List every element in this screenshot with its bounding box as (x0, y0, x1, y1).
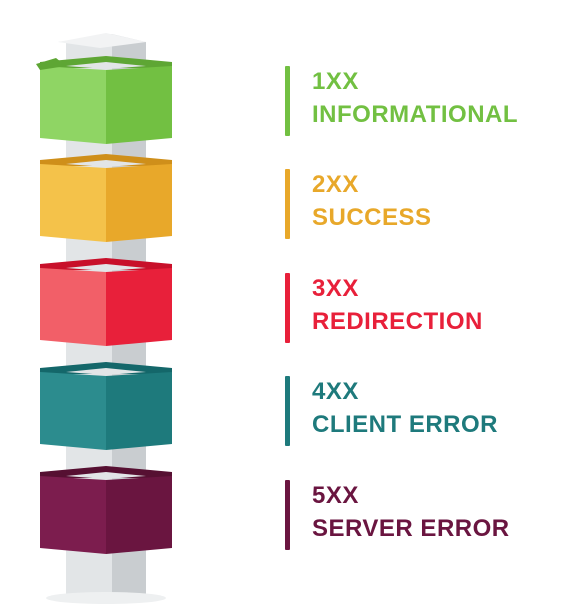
legend-bar-1xx (285, 66, 290, 136)
legend-code-2xx: 2XX (312, 171, 359, 198)
block-right-face-5xx (106, 476, 172, 554)
legend-code-3xx: 3XX (312, 275, 359, 302)
legend-code-4xx: 4XX (312, 378, 359, 405)
block-right-face-3xx (106, 268, 172, 346)
legend-bar-3xx (285, 273, 290, 343)
legend-label-4xx: CLIENT ERROR (312, 411, 498, 438)
block-right-face-1xx (106, 66, 172, 144)
block-opening-4xx (66, 368, 146, 375)
block-opening-1xx (66, 62, 146, 69)
legend-label-3xx: REDIRECTION (312, 308, 483, 335)
block-left-face-1xx (40, 66, 106, 144)
block-opening-2xx (66, 160, 146, 167)
block-opening-5xx (66, 472, 146, 479)
block-left-face-3xx (40, 268, 106, 346)
legend-bar-5xx (285, 480, 290, 550)
block-left-face-4xx (40, 372, 106, 450)
legend-code-5xx: 5XX (312, 482, 359, 509)
legend-code-1xx: 1XX (312, 68, 359, 95)
block-right-face-2xx (106, 164, 172, 242)
legend-label-5xx: SERVER ERROR (312, 515, 510, 542)
legend-label-1xx: INFORMATIONAL (312, 101, 519, 128)
block-flap-1xx (36, 58, 66, 70)
tower-ground-shadow (46, 592, 166, 604)
block-opening-3xx (66, 264, 146, 271)
legend-label-2xx: SUCCESS (312, 204, 432, 231)
legend-bar-4xx (285, 376, 290, 446)
block-left-face-5xx (40, 476, 106, 554)
block-right-face-4xx (106, 372, 172, 450)
tower-pillar-top (58, 33, 146, 48)
block-left-face-2xx (40, 164, 106, 242)
legend-bar-2xx (285, 169, 290, 239)
